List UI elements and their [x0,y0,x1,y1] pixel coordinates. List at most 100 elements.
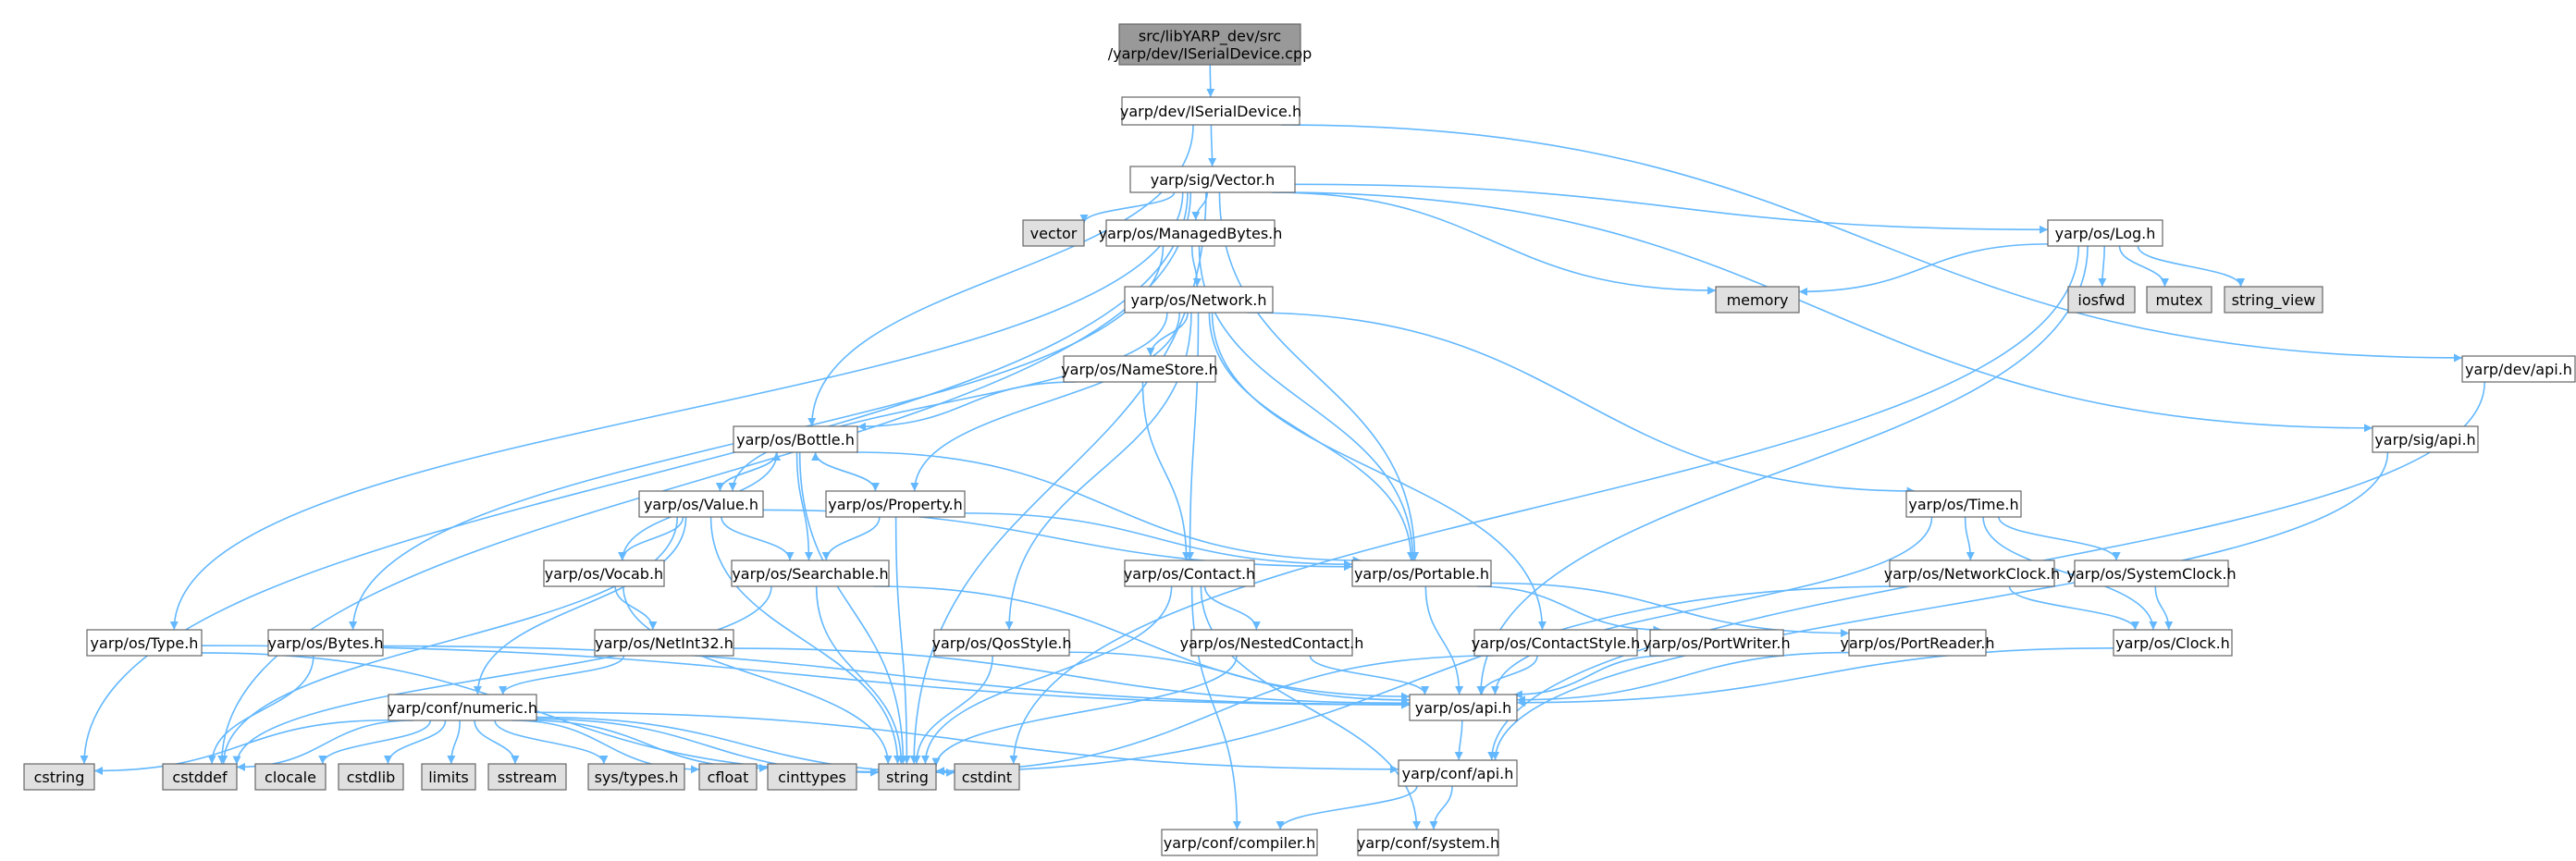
node-label-portable: yarp/os/Portable.h [1354,565,1489,583]
node-box-namestore [1063,355,1216,383]
edge-portable-to-portreader [1490,582,1850,638]
node-box-netclock [1889,560,2055,587]
node-qos[interactable]: yarp/os/QosStyle.h [931,629,1072,657]
node-searchable[interactable]: yarp/os/Searchable.h [731,560,890,587]
edge-netint-to-numeric [499,655,625,695]
node-network[interactable]: yarp/os/Network.h [1124,286,1274,314]
node-vocab[interactable]: yarp/os/Vocab.h [543,560,665,587]
node-label-managed: yarp/os/ManagedBytes.h [1099,225,1283,242]
node-system[interactable]: yarp/conf/system.h [1357,829,1499,856]
node-box-numeric [388,694,537,721]
node-box-sstream [487,763,567,791]
edge-network-to-contact [1185,312,1200,561]
node-portable[interactable]: yarp/os/Portable.h [1351,560,1492,587]
node-label-contactstyle: yarp/os/ContactStyle.h [1472,634,1641,652]
edge-sigapi-to-confapi [1491,451,2389,761]
node-cinttypes: cinttypes [767,763,857,791]
node-clock[interactable]: yarp/os/Clock.h [2113,629,2233,657]
node-label-mutex: mutex [2155,291,2202,309]
node-box-iosfwd [2067,286,2136,314]
node-property[interactable]: yarp/os/Property.h [825,490,966,518]
edge-network-to-namestore [1146,312,1189,357]
node-iserial[interactable]: yarp/dev/ISerialDevice.h [1120,96,1301,126]
node-label-bytes: yarp/os/Bytes.h [267,634,383,652]
node-netint[interactable]: yarp/os/NetInt32.h [594,629,734,657]
edge-contact-to-string [920,585,1173,765]
node-cstring: cstring [23,763,95,791]
node-vector_h[interactable]: yarp/sig/Vector.h [1129,166,1296,193]
node-box-sigapi [2372,425,2479,453]
edge-vector_h-to-portable [1218,191,1420,561]
node-label-clocale: clocale [265,769,316,786]
edge-vector_h-to-cstring [80,191,1189,765]
edge-contact-to-nested [1203,585,1261,631]
node-box-cfloat [698,763,758,791]
node-box-osapi [1409,694,1518,721]
node-label-cstdint: cstdint [962,769,1012,786]
edge-vector_h-to-vector [1079,191,1176,224]
node-netclock[interactable]: yarp/os/NetworkClock.h [1884,560,2060,587]
node-box-systypes [587,763,685,791]
node-box-iserial [1121,96,1300,126]
node-confapi[interactable]: yarp/conf/api.h [1398,759,1518,787]
edge-time-to-netclock [1964,516,1975,561]
node-box-netint [594,629,734,657]
node-cstdlib: cstdlib [338,763,404,791]
node-time[interactable]: yarp/os/Time.h [1905,490,2022,518]
node-box-managed [1105,219,1276,247]
edge-vector_h-to-memory [1271,191,1717,295]
node-box-string [878,763,937,791]
node-contactstyle[interactable]: yarp/os/ContactStyle.h [1472,629,1641,657]
edge-qos-to-string [912,655,993,765]
node-label-portwriter: yarp/os/PortWriter.h [1643,634,1790,652]
node-box-qos [933,629,1070,657]
node-label-sigapi: yarp/sig/api.h [2374,431,2475,449]
node-sstream: sstream [487,763,567,791]
edge-bottle-to-searchable [795,451,813,561]
node-osapi[interactable]: yarp/os/api.h [1409,694,1518,721]
node-type[interactable]: yarp/os/Type.h [86,629,203,657]
edge-contact-to-system [1200,585,1422,830]
node-box-portreader [1848,629,1987,657]
node-label-contact: yarp/os/Contact.h [1124,565,1255,583]
node-box-searchable [731,560,890,587]
node-nested[interactable]: yarp/os/NestedContact.h [1180,629,1364,657]
node-bytes[interactable]: yarp/os/Bytes.h [267,629,384,657]
node-cstddef: cstddef [162,763,238,791]
node-contact[interactable]: yarp/os/Contact.h [1124,560,1255,587]
node-root[interactable]: src/libYARP_dev/src/yarp/dev/ISerialDevi… [1108,23,1313,66]
node-sigapi[interactable]: yarp/sig/api.h [2372,425,2479,453]
node-managed[interactable]: yarp/os/ManagedBytes.h [1099,219,1283,247]
edge-log-to-mutex [2118,245,2169,288]
node-compiler[interactable]: yarp/conf/compiler.h [1161,829,1318,856]
edge-iserial-to-vector_h [1208,124,1217,167]
node-value[interactable]: yarp/os/Value.h [638,490,764,518]
node-systypes: sys/types.h [587,763,685,791]
node-label-cinttypes: cinttypes [778,769,846,786]
node-label-confapi: yarp/conf/api.h [1402,765,1514,782]
edge-value-to-bottle [719,451,782,492]
node-label-netint: yarp/os/NetInt32.h [595,634,733,652]
edge-contactstyle-to-string [935,655,1494,776]
node-box-mutex [2146,286,2212,314]
node-portwriter[interactable]: yarp/os/PortWriter.h [1643,629,1791,657]
node-box-property [825,490,966,518]
edge-portable-to-osapi [1424,585,1464,695]
node-box-confapi [1398,759,1518,787]
edge-time-to-osapi [1490,516,1933,695]
node-sysclock[interactable]: yarp/os/SystemClock.h [2066,560,2237,587]
node-numeric[interactable]: yarp/conf/numeric.h [388,694,537,721]
node-log[interactable]: yarp/os/Log.h [2047,219,2163,247]
node-portreader[interactable]: yarp/os/PortReader.h [1840,629,1995,657]
node-bottle[interactable]: yarp/os/Bottle.h [733,425,858,453]
node-box-portwriter [1649,629,1784,657]
node-box-nested [1190,629,1353,657]
node-mutex: mutex [2146,286,2212,314]
edge-log-to-osapi [1476,245,2089,695]
node-namestore[interactable]: yarp/os/NameStore.h [1061,355,1218,383]
edge-numeric-to-cstddef [236,720,413,771]
node-box-type [86,629,203,657]
node-string: string [878,763,937,791]
edge-log-to-memory [1798,243,2049,296]
node-devapi[interactable]: yarp/dev/api.h [2461,355,2576,383]
